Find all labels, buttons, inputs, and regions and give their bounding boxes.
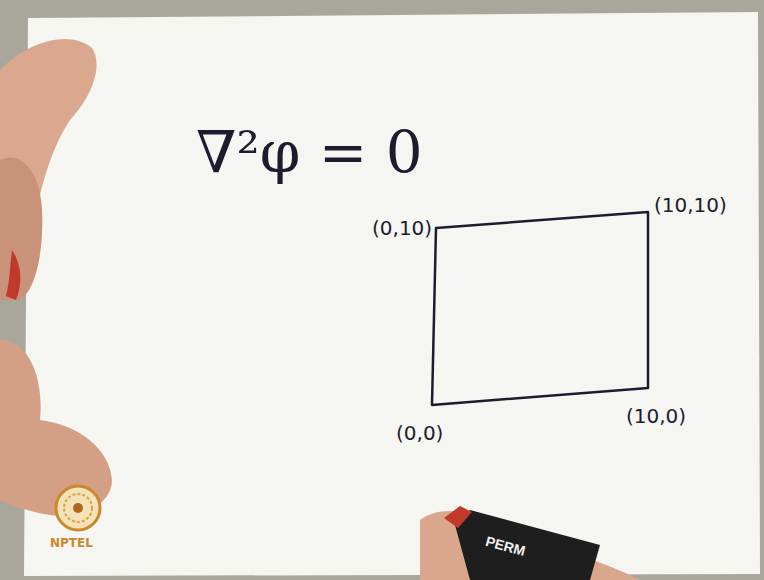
corner-coordinate: (0,0) (396, 421, 443, 445)
corner-coordinate: (10,10) (654, 193, 727, 217)
paper-sheet (24, 12, 760, 576)
hand (0, 157, 42, 300)
equation: ∇²φ = 0 (196, 118, 423, 186)
marker (455, 510, 600, 580)
corner-coordinate: (0,10) (372, 216, 432, 240)
marker-tip (444, 506, 472, 528)
marker-cap (6, 250, 20, 300)
hand (0, 340, 112, 516)
logo-text: NPTEL (50, 536, 93, 550)
nptel-logo (56, 486, 100, 530)
corner-coordinate: (10,0) (626, 404, 686, 428)
domain-rectangle (432, 212, 648, 405)
